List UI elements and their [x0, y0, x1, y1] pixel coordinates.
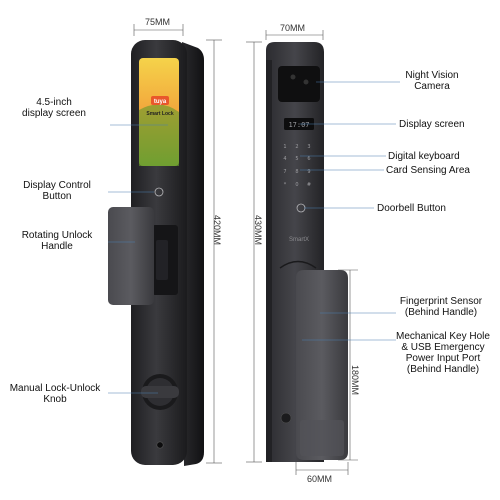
svg-text:17:07: 17:07 — [288, 121, 309, 129]
label-display-control-button: Display Control Button — [23, 180, 91, 202]
label-mechanical-key-hole: Mechanical Key Hole & USB Emergency Powe… — [396, 331, 490, 375]
svg-text:*: * — [284, 182, 287, 188]
back-height-label: 430MM — [253, 214, 264, 246]
back-height-dimension — [246, 41, 262, 463]
svg-text:7: 7 — [283, 169, 286, 175]
svg-text:4: 4 — [283, 156, 286, 162]
tuya-logo-badge — [151, 96, 169, 105]
svg-text:9: 9 — [307, 169, 310, 175]
back-width-dimension — [265, 30, 324, 40]
label-digital-keyboard: Digital keyboard — [388, 151, 460, 162]
svg-text:8: 8 — [295, 169, 298, 175]
front-lock-side — [182, 42, 204, 466]
svg-text:5: 5 — [295, 156, 298, 162]
label-doorbell-button: Doorbell Button — [377, 203, 446, 214]
back-width-label: 70MM — [280, 23, 306, 33]
handle-width-dimension — [295, 462, 349, 475]
night-vision-camera — [278, 66, 320, 102]
front-height-dimension — [206, 39, 222, 464]
svg-text:0: 0 — [295, 182, 298, 188]
front-width-label: 75MM — [145, 17, 171, 27]
handle-height-dimension — [338, 269, 358, 461]
label-manual-lock-unlock-knob: Manual Lock-Unlock Knob — [9, 383, 101, 405]
label-rotating-unlock-handle: Rotating Unlock Handle — [21, 230, 93, 252]
label-night-vision-camera: Night Vision Camera — [405, 70, 459, 92]
bottom-hole — [156, 441, 164, 449]
screen-brand-text: Smart Lock — [146, 111, 173, 117]
label-fingerprint-sensor: Fingerprint Sensor (Behind Handle) — [399, 296, 483, 318]
label-display-screen: 4.5-inch display screen — [22, 97, 86, 119]
digital-keyboard: 1 2 3 4 5 6 7 8 9 * 0 # — [283, 144, 311, 188]
label-card-sensing-area: Card Sensing Area — [386, 165, 470, 176]
svg-text:1: 1 — [283, 144, 286, 150]
back-brand-text: SmartX — [289, 237, 309, 243]
svg-text:2: 2 — [295, 144, 298, 150]
svg-text:6: 6 — [307, 156, 310, 162]
callout-lines — [108, 81, 400, 394]
front-view: tuya Smart Lock — [108, 24, 222, 466]
svg-text:3: 3 — [307, 144, 310, 150]
back-display-screen — [284, 118, 314, 130]
back-handle — [296, 270, 348, 460]
handle-width-label: 60MM — [307, 474, 333, 484]
display-control-button — [154, 187, 164, 197]
tuya-logo: tuya — [154, 99, 167, 105]
handle-height-label: 180MM — [350, 364, 361, 396]
label-display-screen-back: Display screen — [399, 119, 465, 130]
front-width-dimension — [133, 24, 184, 36]
manual-knob — [141, 374, 179, 410]
svg-text:#: # — [307, 182, 311, 188]
back-view: 17:07 1 2 3 4 5 6 7 8 9 * 0 # SmartX — [246, 30, 358, 475]
front-height-label: 420MM — [212, 214, 223, 246]
rotating-unlock-handle — [108, 207, 154, 305]
